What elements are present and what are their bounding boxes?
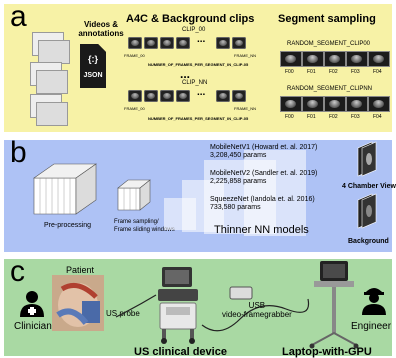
model-name: MobileNetV1 (Howard et. al. 2017) (210, 144, 318, 151)
frame-sampling-line1: Frame sampling/ (114, 219, 159, 225)
preprocessing-stack (33, 163, 97, 215)
random-segment-clipnn: RANDOM_SEGMENT_CLIPNN (287, 86, 373, 92)
frame-sampling-stack (117, 179, 151, 211)
usb-framegrabber-icon (229, 286, 253, 300)
sampled-frame (368, 51, 390, 67)
clinician-label: Clinician (14, 321, 52, 332)
clip-frame (216, 90, 230, 102)
nn-layer (244, 150, 306, 236)
video-sheet (38, 40, 70, 64)
sampled-frame (302, 96, 324, 112)
four-chamber-output (357, 141, 377, 177)
usb-label-line1: USB (248, 301, 266, 310)
sampled-frame (346, 51, 368, 67)
frames-per-segment-label: NUMBER_OF_FRAMES_PER_SEGMENT_IN_CLIP-05 (148, 116, 249, 121)
videos-title-line1: Videos & (83, 20, 119, 29)
ellipsis: ... (197, 34, 206, 45)
frame-00-label: FRAME_00 (124, 53, 145, 58)
f-label: F04 (373, 114, 382, 120)
clip-frame (160, 90, 174, 102)
background-label: Background (348, 238, 389, 245)
four-chamber-label: 4 Chamber View (342, 183, 396, 190)
panel-a: a Videos & annotations {:} JSON A4C & Ba… (4, 0, 392, 132)
frames-per-segment-label: NUMBER_OF_FRAMES_PER_SEGMENT_IN_CLIP-05 (148, 62, 249, 67)
clip-frame (128, 90, 142, 102)
patient-image (52, 275, 104, 331)
videos-title: Videos & annotations (76, 20, 126, 38)
model-mobilenetv2: MobileNetV2 (Sandler et. al. 2019) 2,225… (210, 170, 317, 186)
clips-title: A4C & Background clips (126, 13, 255, 25)
clip-frame (176, 37, 190, 49)
sampled-frame (324, 51, 346, 67)
sampled-frame (280, 51, 302, 67)
engineer-icon (362, 288, 386, 315)
video-cable (201, 298, 310, 332)
panel-c: c Clinician Patient US probe (4, 255, 392, 358)
background-output (357, 193, 377, 229)
sampled-frame (324, 96, 346, 112)
f-label: F03 (351, 69, 360, 75)
patient-label: Patient (66, 265, 95, 275)
model-name: MobileNetV2 (Sandler et. al. 2019) (210, 170, 318, 177)
frame-sampling-line2: Frame sliding windows (114, 227, 175, 233)
panel-b: b Pre-processing Frame sampling/ Frame s… (4, 136, 396, 252)
video-sheet (36, 102, 68, 126)
models-title: Thinner NN models (214, 224, 309, 236)
us-device-label: US clinical device (134, 346, 227, 358)
f-label: F02 (329, 69, 338, 75)
usb-label-line2: video-framegrabber (222, 310, 292, 319)
json-file-icon: {:} JSON (80, 44, 106, 88)
model-squeezenet: SqueezeNet (Iandola et. al. 2016) 733,58… (210, 196, 315, 212)
clip-frame (160, 37, 174, 49)
f-label: F02 (329, 114, 338, 120)
frame-nn-label: FRAME_NN (234, 106, 257, 111)
clip-frame (128, 37, 142, 49)
f-label: F01 (307, 114, 316, 120)
model-name: SqueezeNet (Iandola et. al. 2016) (210, 196, 315, 203)
f-label: F00 (285, 114, 294, 120)
model-params: 733,580 params (210, 204, 261, 211)
frame-nn-label: FRAME_NN (234, 53, 257, 58)
f-label: F01 (307, 69, 316, 75)
clip-frame (216, 37, 230, 49)
clip-frame (144, 90, 158, 102)
sampled-frame (368, 96, 390, 112)
panel-c-letter: c (10, 255, 25, 288)
clinician-icon (20, 291, 44, 317)
sampled-frame (280, 96, 302, 112)
clip-frame (144, 37, 158, 49)
sampled-frame (302, 51, 324, 67)
laptop-label: Laptop-with-GPU (282, 346, 372, 358)
ultrasound-device-icon (115, 267, 198, 344)
clip-frame (232, 90, 246, 102)
ellipsis: ... (197, 87, 206, 98)
ellipsis: ... (180, 67, 191, 81)
frame-sampling-label: Frame sampling/ Frame sliding windows (114, 218, 175, 234)
model-params: 2,225,858 params (210, 178, 267, 185)
model-mobilenetv1: MobileNetV1 (Howard et. al. 2017) 3,208,… (210, 144, 317, 160)
f-label: F00 (285, 69, 294, 75)
engineer-label: Engineer (351, 321, 392, 332)
random-segment-clip00: RANDOM_SEGMENT_CLIP00 (287, 41, 371, 47)
panel-b-letter: b (10, 136, 27, 169)
videos-title-line2: annotations (78, 29, 124, 38)
usb-label: USB video-framegrabber (222, 301, 292, 319)
model-params: 3,208,450 params (210, 152, 267, 159)
laptop-cart-icon (309, 261, 359, 349)
clip-00-label: CLIP_00 (182, 27, 206, 33)
clip-nn-label: CLIP_NN (182, 80, 208, 86)
f-label: F03 (351, 114, 360, 120)
json-braces: {:} (87, 54, 98, 64)
panel-a-letter: a (10, 0, 27, 33)
clip-frame (176, 90, 190, 102)
sampled-frame (346, 96, 368, 112)
json-label: JSON (83, 72, 103, 79)
f-label: F04 (373, 69, 382, 75)
preprocessing-label: Pre-processing (44, 222, 92, 229)
clip-frame (232, 37, 246, 49)
frame-00-label: FRAME_00 (124, 106, 145, 111)
video-sheet (36, 70, 68, 94)
sampling-title: Segment sampling (278, 13, 376, 25)
